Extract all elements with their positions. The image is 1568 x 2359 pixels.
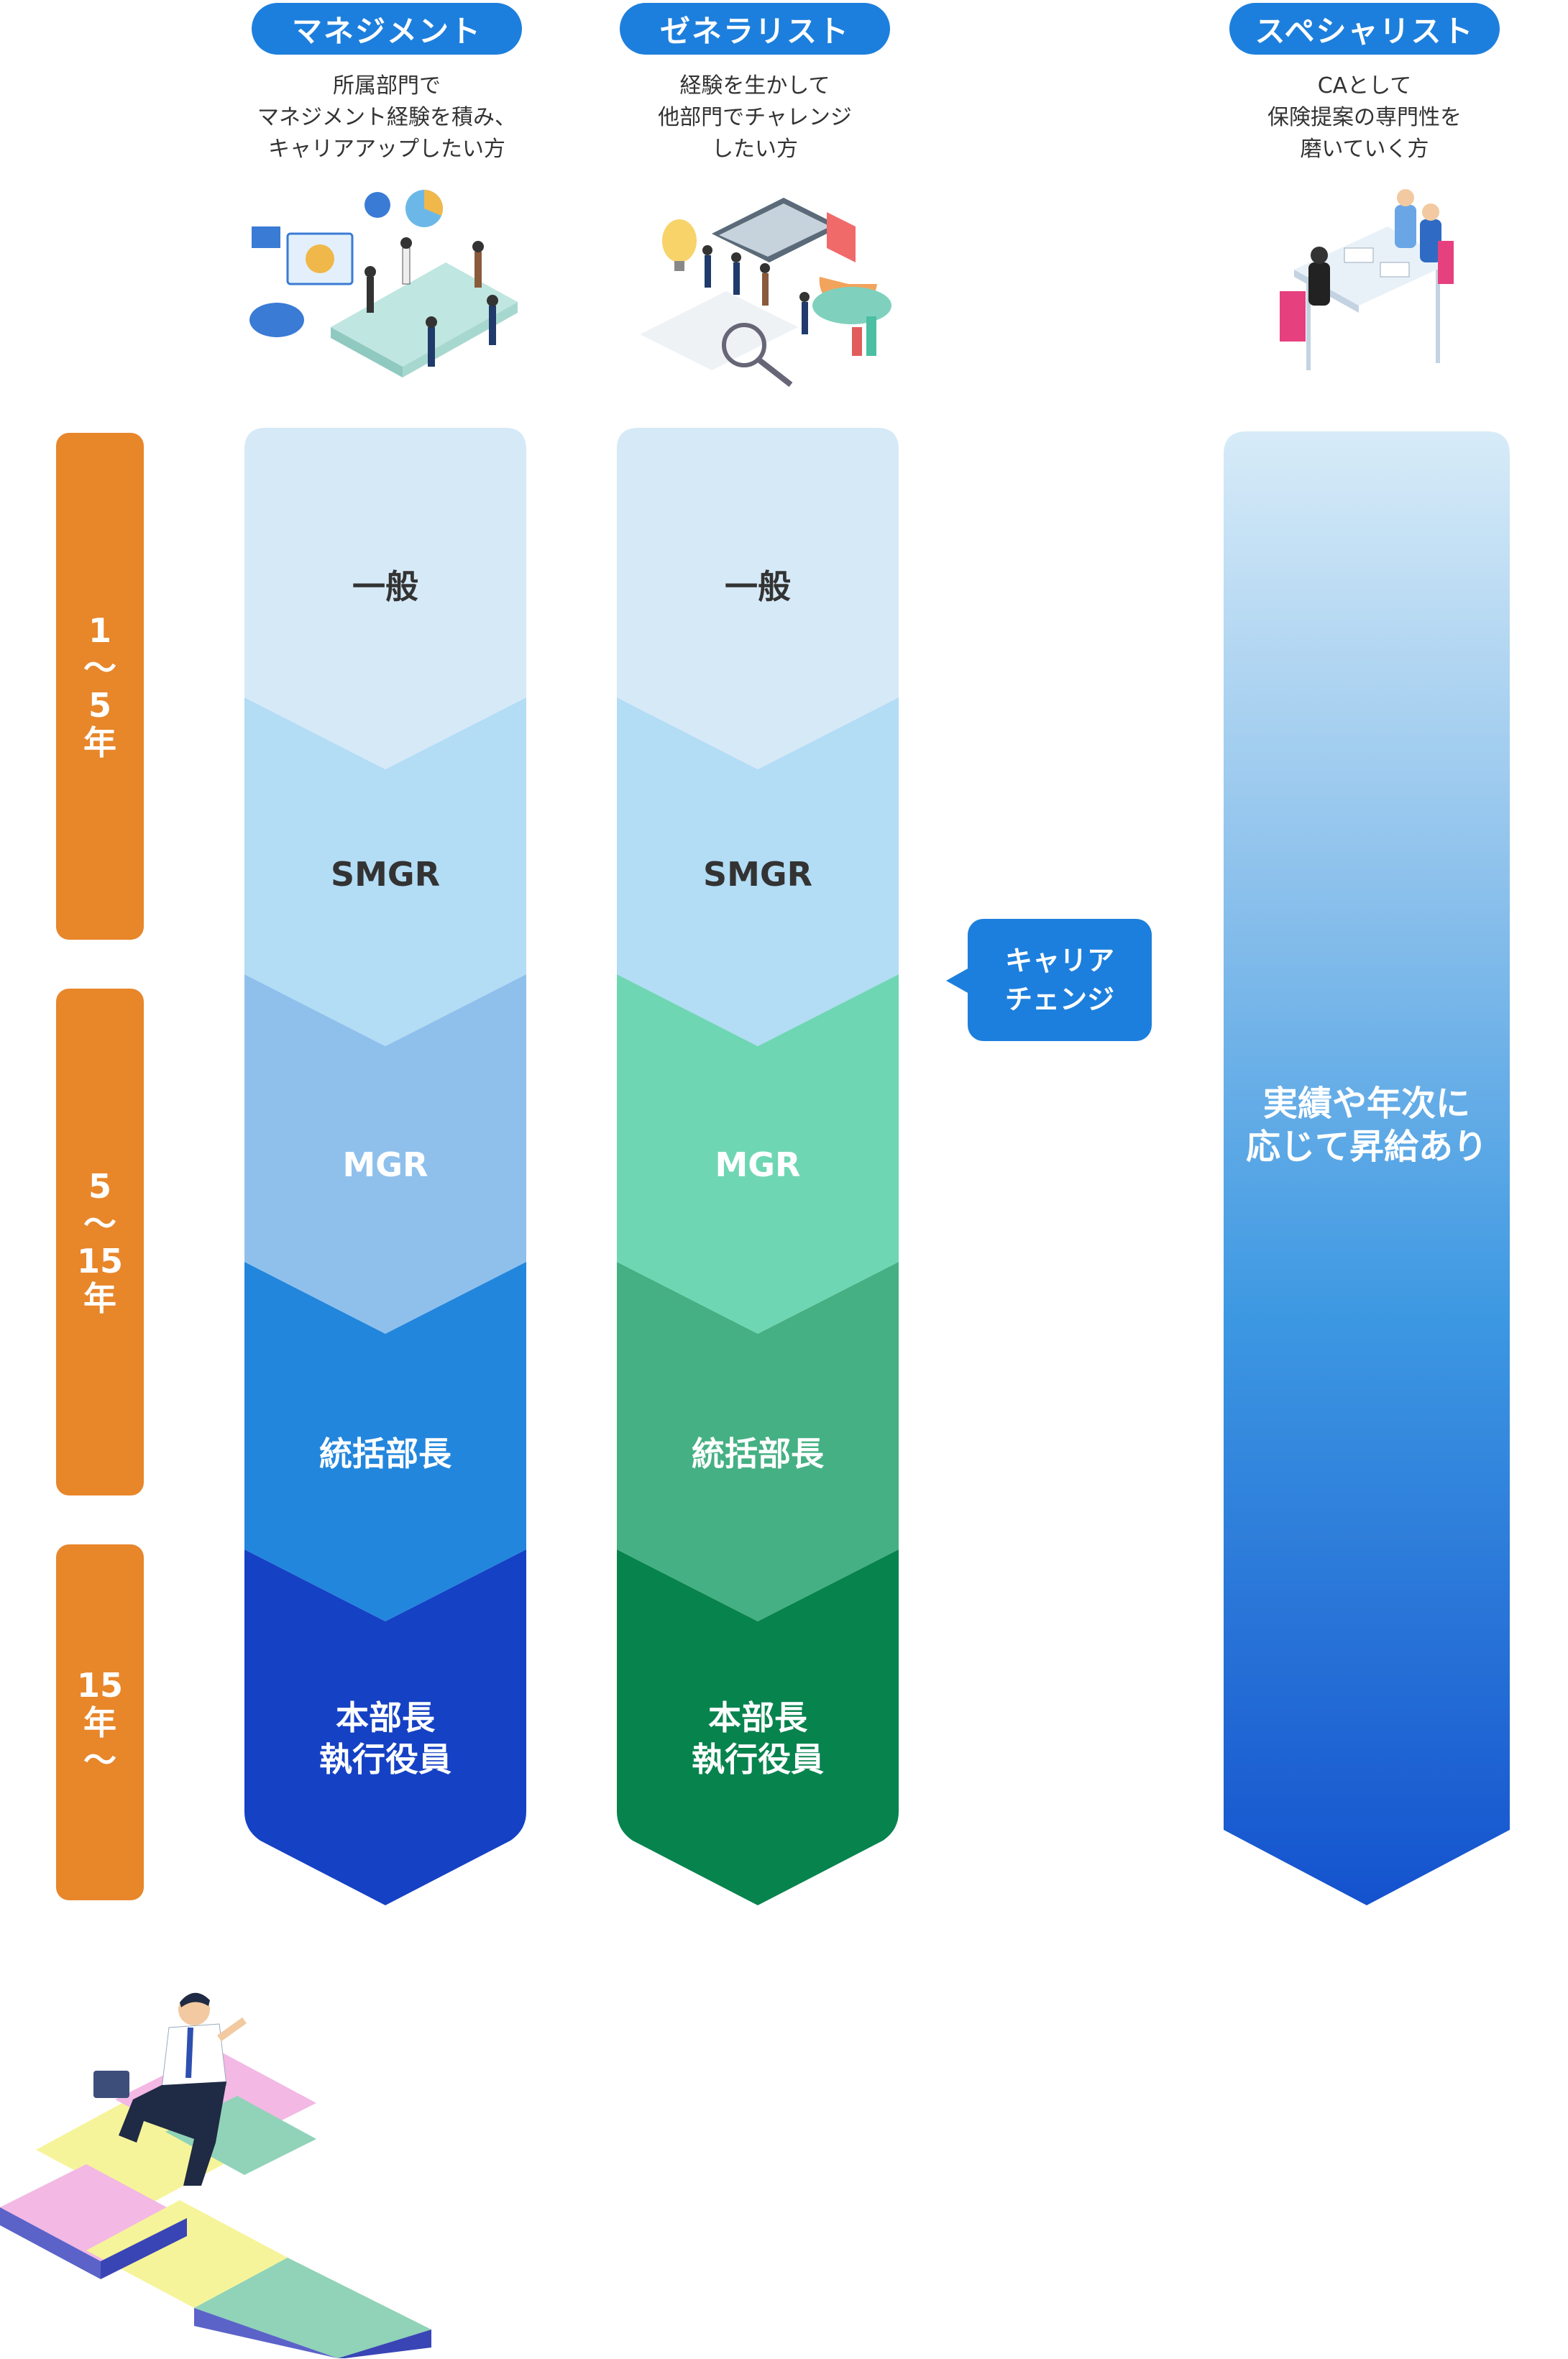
generalist-illustration	[640, 198, 891, 388]
years-label-5-15: 5 〜 15 年	[56, 989, 144, 1495]
management-ladder	[244, 428, 526, 1905]
management-track-title: マネジメント	[252, 3, 522, 55]
generalist-level-executive: 本部長 執行役員	[692, 1698, 824, 1779]
career-change-bubble: キャリア チェンジ	[968, 919, 1152, 1041]
years-label-1-5: 1 〜 5 年	[56, 433, 144, 940]
specialist-illustration	[1280, 189, 1454, 370]
management-level-executive: 本部長 執行役員	[319, 1698, 451, 1779]
runner-illustration	[0, 1992, 431, 2358]
management-illustration	[249, 190, 518, 377]
generalist-track-title: ゼネラリスト	[620, 3, 890, 55]
specialist-track-description: CAとして 保険提案の専門性を 磨いていく方	[1267, 73, 1462, 162]
generalist-ladder	[617, 428, 899, 1905]
management-level-general: 一般	[352, 567, 418, 606]
generalist-level-director: 統括部長	[692, 1434, 824, 1473]
management-level-smgr: SMGR	[330, 855, 441, 894]
management-level-director: 統括部長	[319, 1434, 451, 1473]
generalist-track-description: 経験を生かして 他部門でチャレンジ したい方	[658, 73, 852, 162]
management-level-mgr: MGR	[342, 1145, 428, 1184]
generalist-level-smgr: SMGR	[702, 855, 813, 894]
generalist-level-mgr: MGR	[715, 1145, 801, 1184]
career-change-pointer	[946, 968, 969, 994]
management-track-description: 所属部門で マネジメント経験を積み、 キャリアアップしたい方	[257, 73, 516, 162]
specialist-bar	[1224, 431, 1510, 1905]
years-label-15-plus: 15 年 〜	[56, 1544, 144, 1900]
generalist-level-general: 一般	[725, 567, 791, 606]
specialist-raise-text: 実績や年次に 応じて昇給あり	[1245, 1084, 1487, 1167]
specialist-track-title: スペシャリスト	[1229, 3, 1500, 55]
